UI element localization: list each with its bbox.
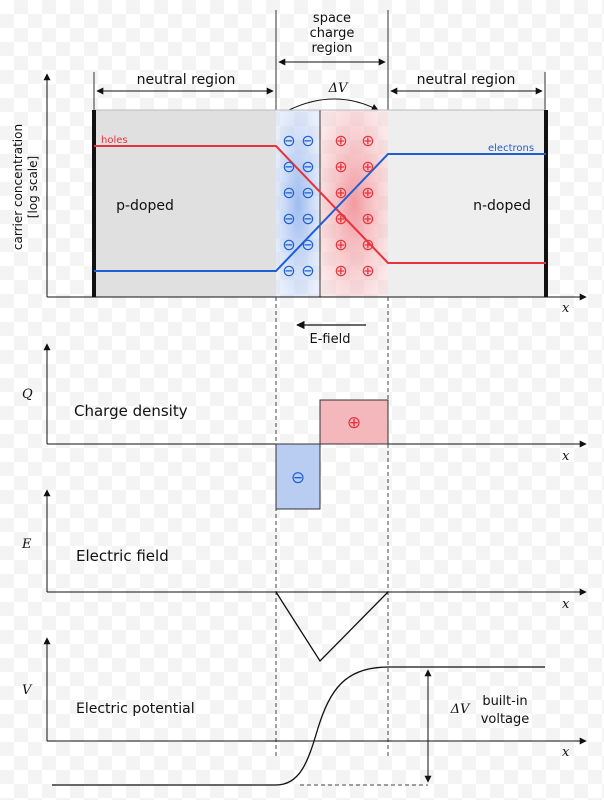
- delta-v-curved-arrow: [288, 98, 379, 111]
- efield-label: E-field: [310, 332, 351, 347]
- potential-curve: [52, 666, 545, 786]
- n-region-fill: [388, 110, 546, 297]
- negative-ion-symbol: ⊖: [301, 261, 314, 280]
- positive-ion-symbol: ⊕: [361, 131, 374, 150]
- depletion-negative-fill: [276, 110, 320, 297]
- holes-label: holes: [101, 135, 128, 146]
- space-charge-line-2: charge: [310, 26, 355, 41]
- builtin-line-2: voltage: [481, 712, 530, 727]
- p-region-fill: [94, 110, 276, 297]
- positive-ion-symbol: ⊕: [334, 261, 347, 280]
- positive-charge-block: [319, 399, 389, 445]
- potential-axis-label: V: [22, 683, 33, 698]
- electric-field-curve: [275, 591, 389, 663]
- delta-v-top: ΔV: [328, 81, 349, 96]
- negative-ion-symbol: ⊖: [282, 131, 295, 150]
- carrier-x-label: x: [562, 301, 570, 316]
- neutral-region-right: neutral region: [417, 72, 516, 88]
- negative-charge-symbol: ⊖: [291, 468, 305, 488]
- negative-ion-symbol: ⊖: [282, 235, 295, 254]
- positive-ion-symbol: ⊕: [361, 261, 374, 280]
- p-doped-label: p-doped: [116, 198, 174, 214]
- positive-ion-symbol: ⊕: [361, 235, 374, 254]
- positive-ion-symbol: ⊕: [334, 131, 347, 150]
- negative-ion-symbol: ⊖: [301, 131, 314, 150]
- neutral-region-left: neutral region: [137, 72, 236, 88]
- positive-ion-symbol: ⊕: [334, 209, 347, 228]
- electrons-label: electrons: [488, 143, 534, 154]
- negative-ion-symbol: ⊖: [301, 209, 314, 228]
- y-axis-label-line-2: [log scale]: [26, 156, 40, 218]
- negative-ion-symbol: ⊖: [282, 157, 295, 176]
- negative-ion-symbol: ⊖: [282, 209, 295, 228]
- negative-ion-symbol: ⊖: [301, 183, 314, 202]
- potential-x-label: x: [562, 745, 570, 760]
- negative-ion-symbol: ⊖: [301, 235, 314, 254]
- charge-title: Charge density: [74, 402, 188, 420]
- positive-ion-symbol: ⊕: [361, 157, 374, 176]
- n-doped-label: n-doped: [473, 198, 531, 214]
- negative-charge-block: [275, 443, 321, 510]
- negative-ion-symbol: ⊖: [282, 261, 295, 280]
- field-axis-label: E: [21, 537, 32, 552]
- positive-ion-symbol: ⊕: [334, 157, 347, 176]
- builtin-line-1: built-in: [482, 694, 527, 709]
- electrons-curve: [94, 153, 546, 272]
- positive-ion-symbol: ⊕: [361, 183, 374, 202]
- charge-axis-label: Q: [22, 387, 33, 402]
- space-charge-line-3: region: [311, 41, 352, 56]
- negative-ion-symbol: ⊖: [301, 157, 314, 176]
- ion-symbols: ⊖ ⊖ ⊕ ⊕ ⊖ ⊖ ⊕ ⊕ ⊖ ⊖ ⊕ ⊕ ⊖ ⊖ ⊕ ⊕ ⊖ ⊖ ⊕ ⊕ ⊖ ⊖ ⊕ ⊕: [282, 131, 374, 280]
- positive-ion-symbol: ⊕: [361, 209, 374, 228]
- positive-ion-symbol: ⊕: [334, 235, 347, 254]
- y-axis-label-line-1: carrier concentration: [11, 124, 25, 250]
- charge-x-label: x: [562, 449, 570, 464]
- positive-ion-symbol: ⊕: [334, 183, 347, 202]
- field-x-label: x: [562, 597, 570, 612]
- potential-title: Electric potential: [76, 701, 195, 717]
- holes-curve: [94, 145, 546, 264]
- field-title: Electric field: [76, 547, 169, 565]
- positive-charge-symbol: ⊕: [347, 413, 361, 433]
- space-charge-line-1: space: [313, 11, 351, 26]
- negative-ion-symbol: ⊖: [282, 183, 295, 202]
- delta-v-bottom: ΔV: [450, 702, 471, 717]
